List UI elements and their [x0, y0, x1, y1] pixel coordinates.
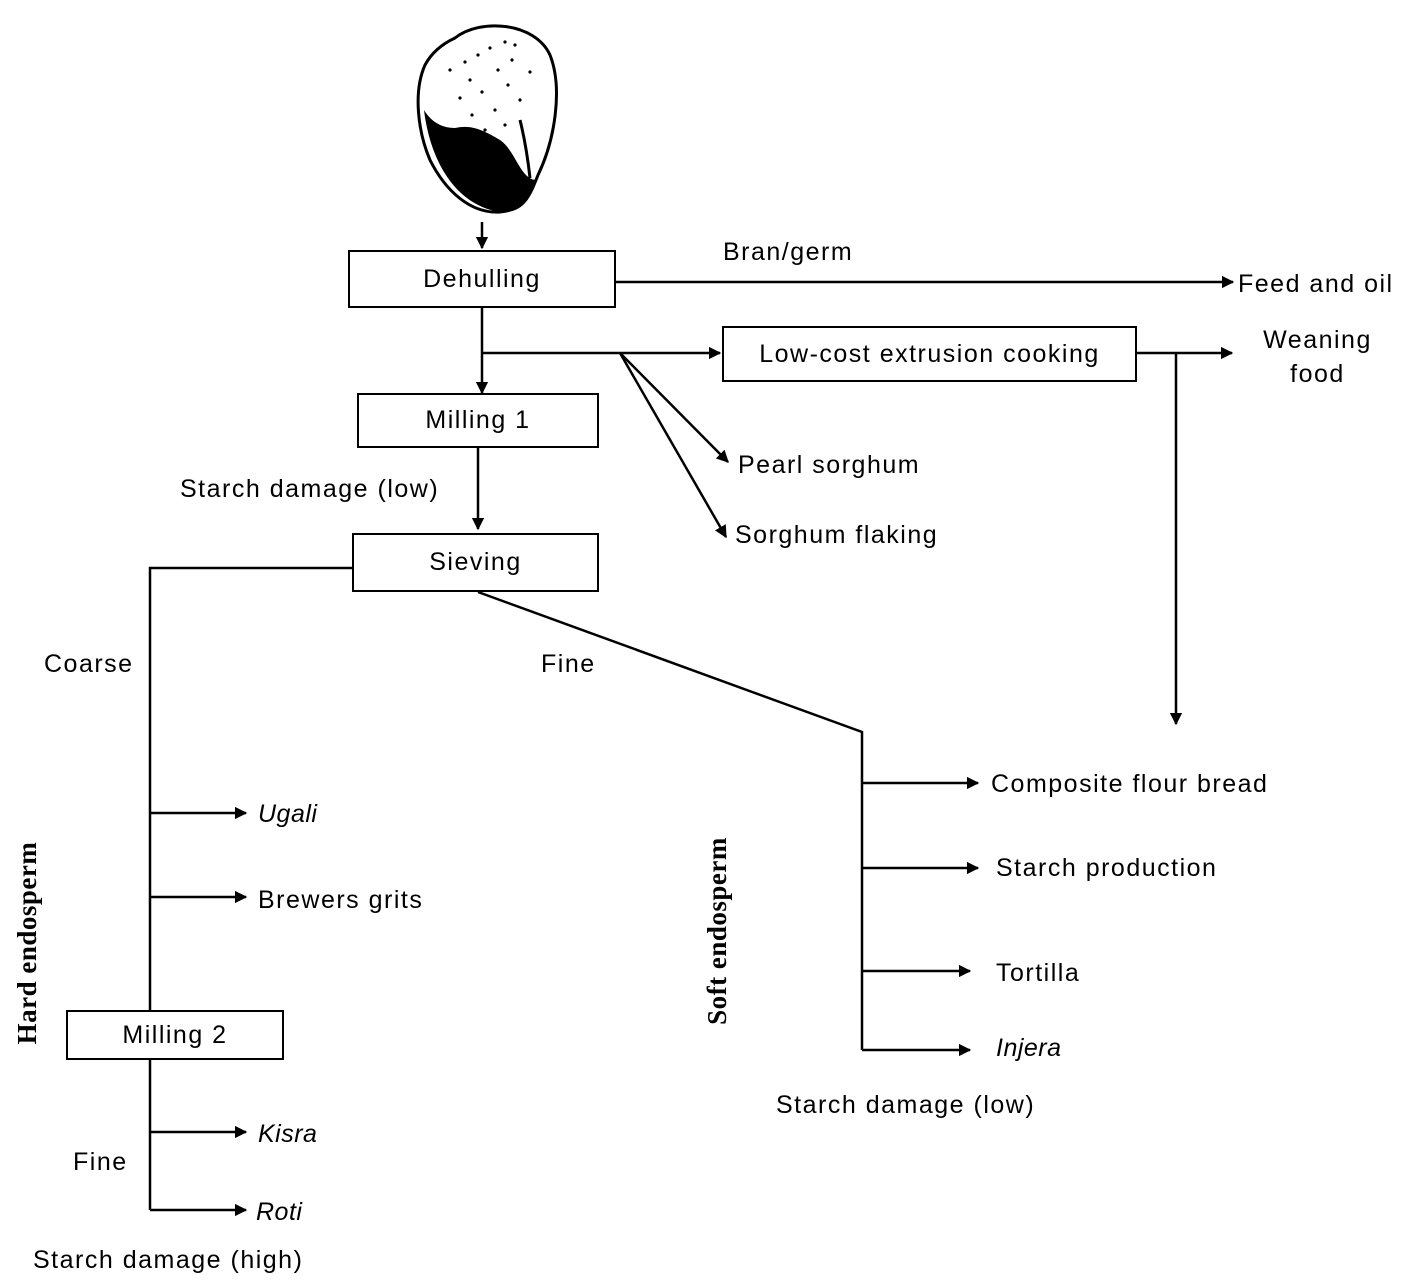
milling-1-box: Milling 1 [357, 393, 599, 448]
milling-1-label: Milling 1 [425, 406, 531, 434]
brewers-grits-label: Brewers grits [258, 886, 424, 914]
sorghum-flaking-label: Sorghum flaking [735, 521, 939, 549]
starch-production-label: Starch production [996, 854, 1218, 882]
weaning-food-line1: Weaning [1263, 326, 1372, 354]
fine-soft-label: Fine [541, 650, 596, 678]
pearl-sorghum-label: Pearl sorghum [738, 451, 921, 479]
sorghum-kernel-icon [416, 24, 558, 214]
feed-and-oil-label: Feed and oil [1238, 270, 1394, 298]
sieving-box: Sieving [352, 533, 599, 592]
weaning-food-line2: food [1290, 360, 1345, 388]
milling-2-box: Milling 2 [66, 1010, 284, 1060]
coarse-label: Coarse [44, 650, 134, 678]
sieving-label: Sieving [429, 548, 522, 576]
dehulling-label: Dehulling [423, 264, 541, 293]
kisra-label: Kisra [258, 1120, 318, 1148]
roti-label: Roti [256, 1198, 303, 1226]
ugali-label: Ugali [258, 800, 318, 828]
bran-germ-label: Bran/germ [723, 238, 854, 266]
tortilla-label: Tortilla [996, 959, 1081, 987]
extrusion-cooking-box: Low-cost extrusion cooking [722, 326, 1137, 382]
injera-label: Injera [996, 1034, 1062, 1062]
milling-2-label: Milling 2 [122, 1020, 228, 1049]
dehulling-box: Dehulling [348, 250, 616, 308]
weaning-food-label: Weaning food [1250, 328, 1385, 387]
fine-hard-label: Fine [73, 1148, 128, 1176]
extrusion-cooking-label: Low-cost extrusion cooking [759, 339, 1100, 368]
starch-damage-high-label: Starch damage (high) [33, 1246, 304, 1274]
soft-endosperm-label: Soft endosperm [702, 837, 732, 1025]
hard-endosperm-label: Hard endosperm [12, 841, 42, 1045]
composite-flour-bread-label: Composite flour bread [991, 770, 1269, 798]
starch-damage-low-top-label: Starch damage (low) [180, 475, 440, 503]
starch-damage-low-bottom-label: Starch damage (low) [776, 1091, 1036, 1119]
